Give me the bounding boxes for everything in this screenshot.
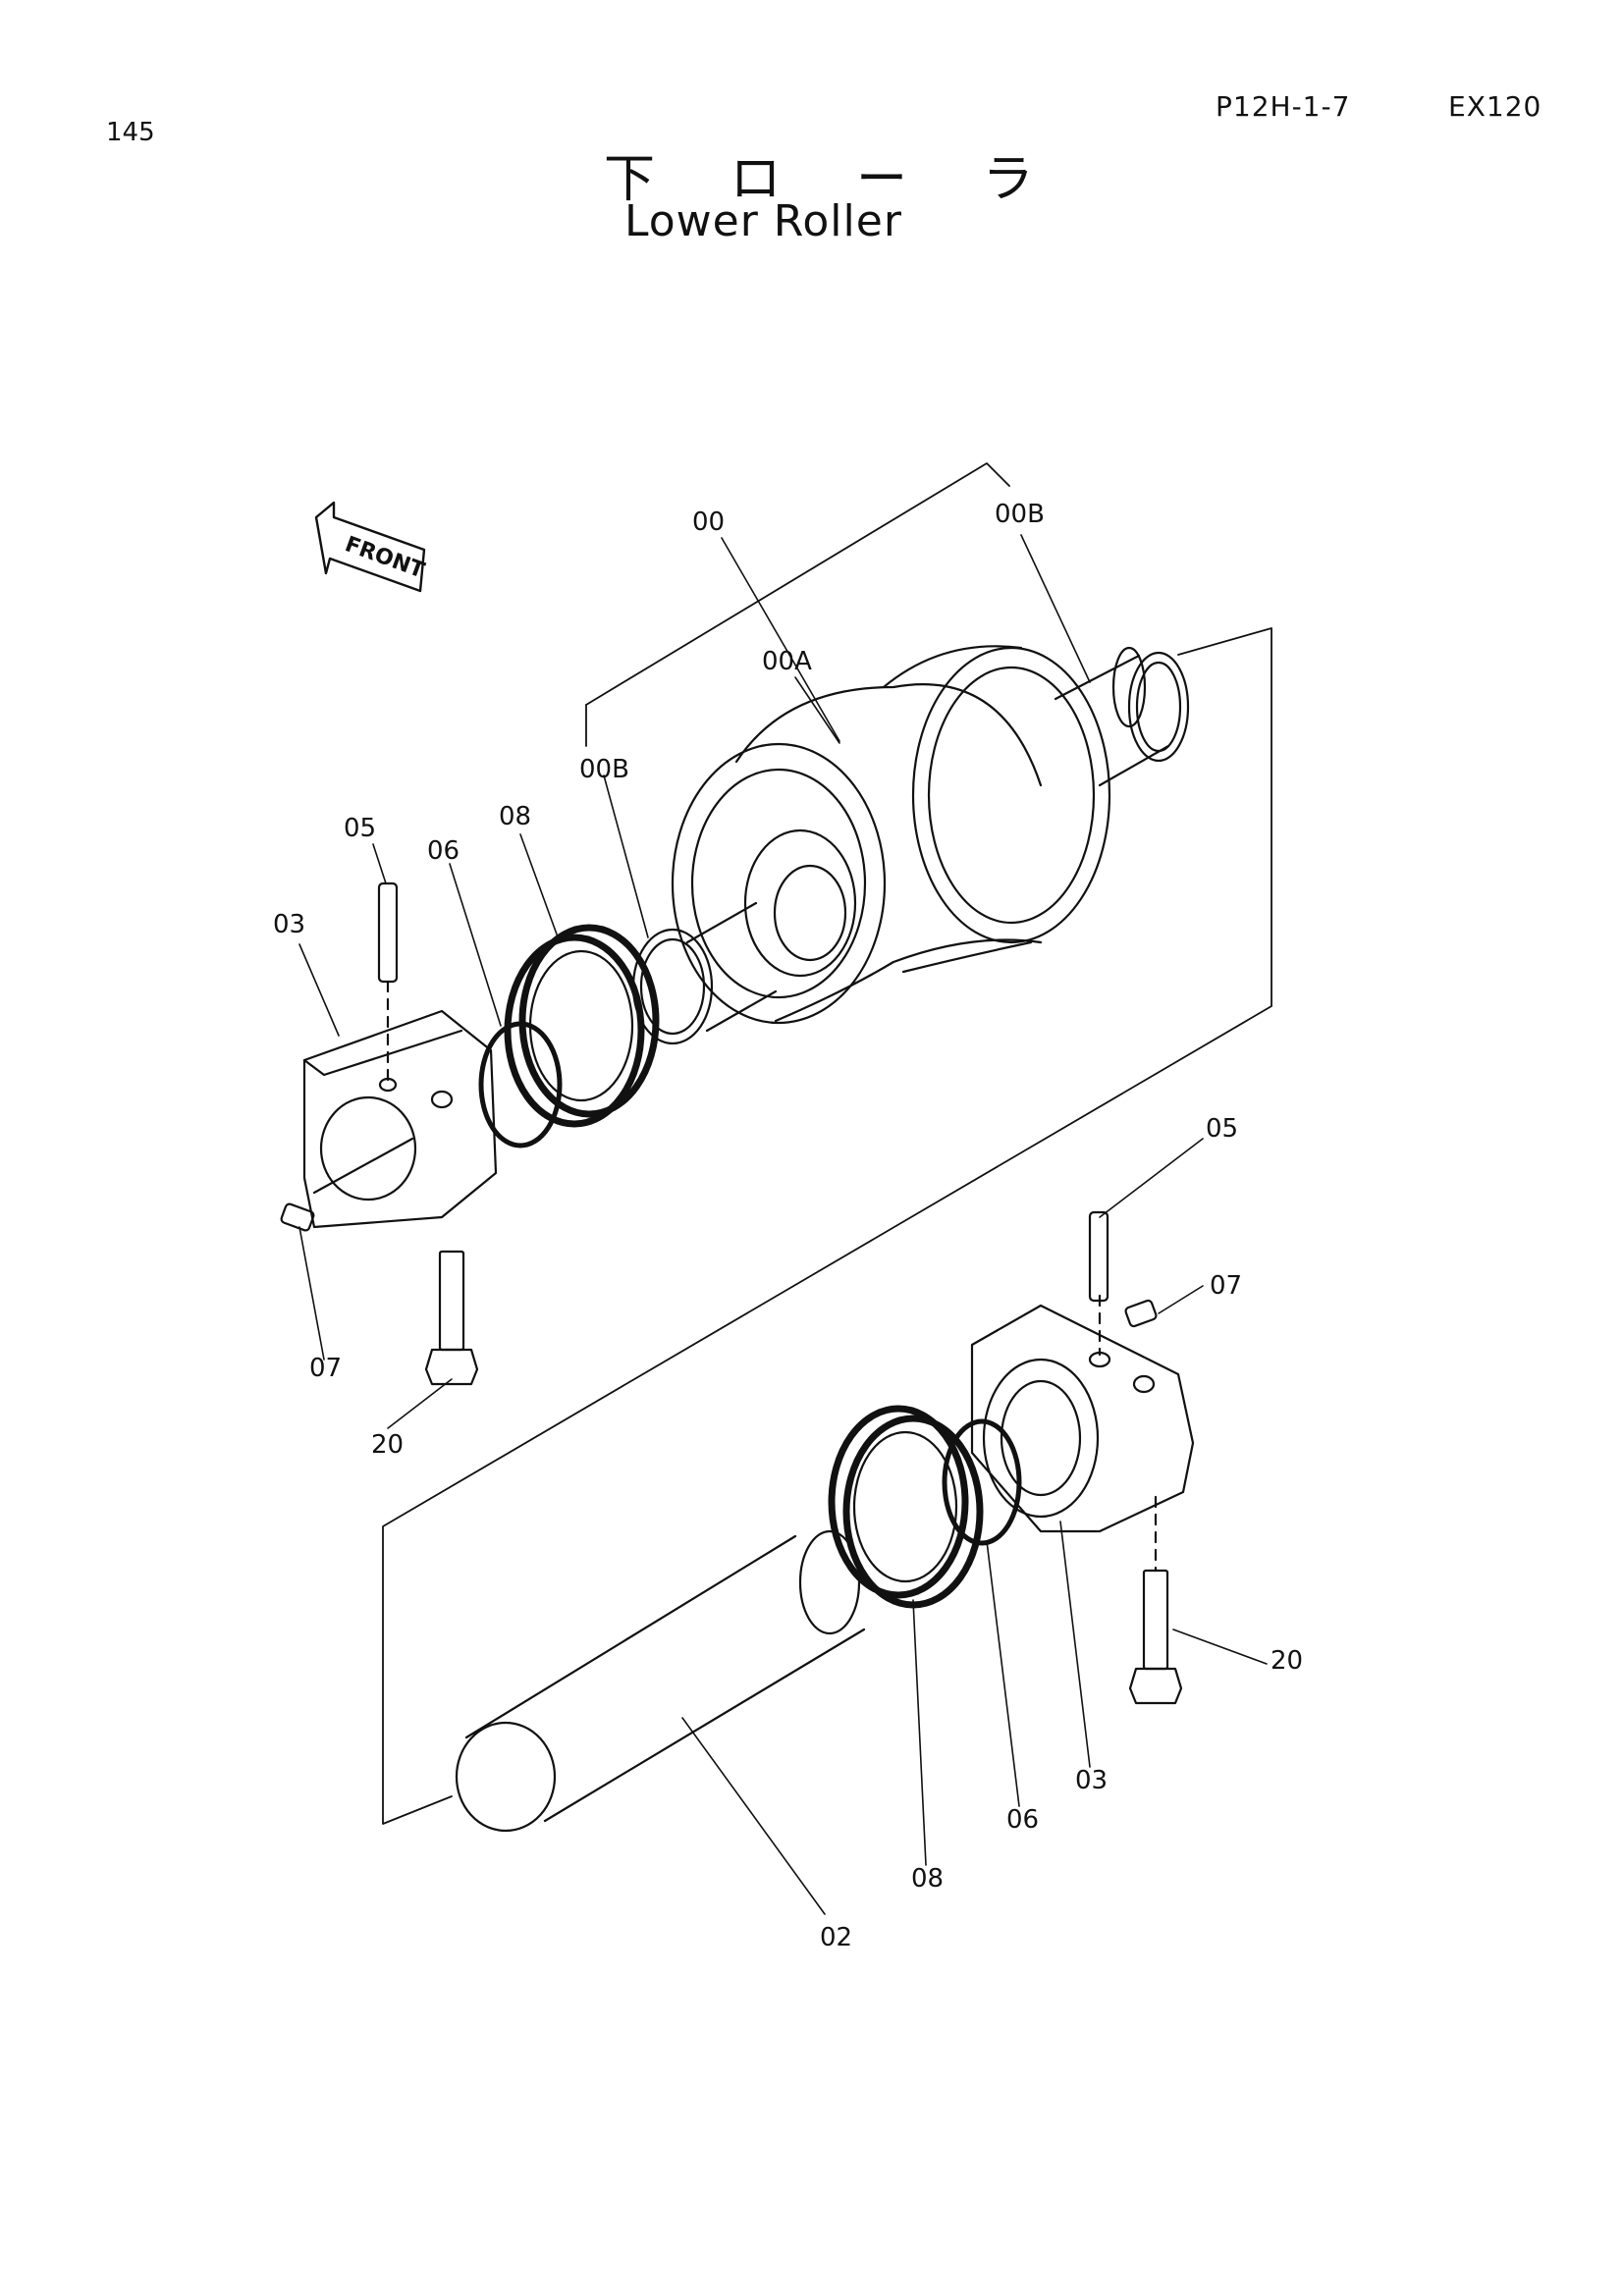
callout-20-left: 20 [371, 1430, 404, 1460]
title-japanese: 下 ロ ー ラ [604, 150, 1063, 209]
title-english: Lower Roller [624, 196, 902, 246]
callout-00b-top: 00B [995, 500, 1045, 529]
bracket-left [302, 980, 498, 1229]
callout-00a: 00A [762, 647, 812, 676]
callout-08-right: 08 [911, 1864, 944, 1894]
callout-08-left: 08 [499, 802, 531, 831]
pin-left [377, 881, 399, 984]
shaft [455, 1529, 866, 1833]
callout-07-right: 07 [1210, 1271, 1242, 1301]
roller-body [671, 645, 1111, 1025]
callout-05-right: 05 [1206, 1114, 1238, 1144]
callout-00: 00 [692, 507, 725, 537]
pin-right [1088, 1210, 1109, 1303]
front-arrow-label: FRONT [342, 532, 428, 583]
plug-right [1124, 1299, 1158, 1328]
collar-right [1054, 646, 1190, 787]
callout-20-right: 20 [1271, 1646, 1303, 1676]
callout-03-right: 03 [1075, 1766, 1108, 1795]
callout-07-left: 07 [309, 1354, 342, 1383]
callout-03-left: 03 [273, 910, 305, 939]
callout-06-left: 06 [427, 836, 460, 866]
callout-00b-left: 00B [579, 755, 629, 784]
callout-05-left: 05 [344, 814, 376, 843]
callout-labels: 00 00B 00A 00B 05 06 08 03 07 20 05 07 2… [273, 500, 1303, 1952]
front-arrow-icon: FRONT [314, 501, 428, 593]
bolt-right [1128, 1495, 1183, 1705]
page-number: 145 [106, 118, 155, 147]
callout-02: 02 [820, 1923, 852, 1952]
bracket-right [970, 1294, 1195, 1533]
plug-left [280, 1202, 315, 1232]
model-number: EX120 [1448, 90, 1542, 123]
assembly-bracket [382, 462, 1272, 1825]
o-ring-right [942, 1418, 1022, 1546]
reference-code: P12H-1-7 [1216, 90, 1351, 123]
callout-06-right: 06 [1006, 1805, 1039, 1835]
o-ring-left [478, 1021, 563, 1148]
bolt-left [424, 1250, 479, 1386]
seal-ring-left [504, 924, 660, 1128]
leader-lines [298, 534, 1268, 1915]
